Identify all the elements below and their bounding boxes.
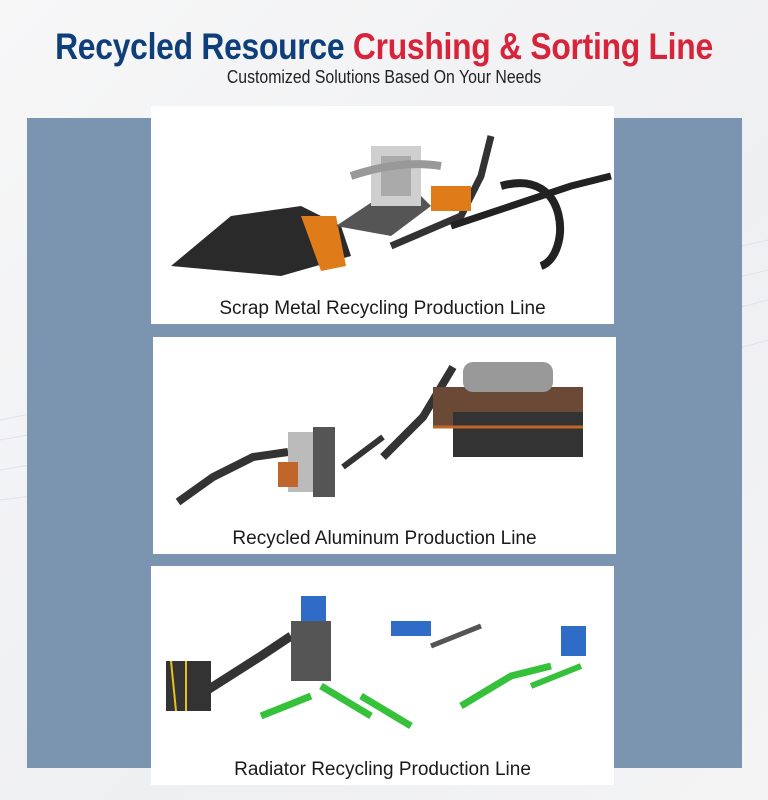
product-caption: Scrap Metal Recycling Production Line [219, 298, 546, 319]
title-red-part: Crushing & Sorting Line [352, 26, 713, 67]
product-caption: Recycled Aluminum Production Line [232, 528, 537, 549]
page-title: Recycled Resource Crushing & Sorting Lin… [54, 26, 714, 68]
product-card-radiator[interactable]: Radiator Recycling Production Line [151, 566, 614, 785]
aluminum-line-image [175, 362, 583, 506]
title-blue-part: Recycled Resource [55, 26, 345, 67]
product-caption: Radiator Recycling Production Line [234, 759, 531, 780]
subtitle: Customized Solutions Based On Your Needs [226, 67, 542, 87]
product-card-aluminum[interactable]: Recycled Aluminum Production Line [153, 337, 616, 554]
scrap-metal-line-image [171, 135, 612, 276]
radiator-line-image [166, 596, 586, 730]
product-card-scrap-metal[interactable]: Scrap Metal Recycling Production Line [151, 106, 614, 324]
